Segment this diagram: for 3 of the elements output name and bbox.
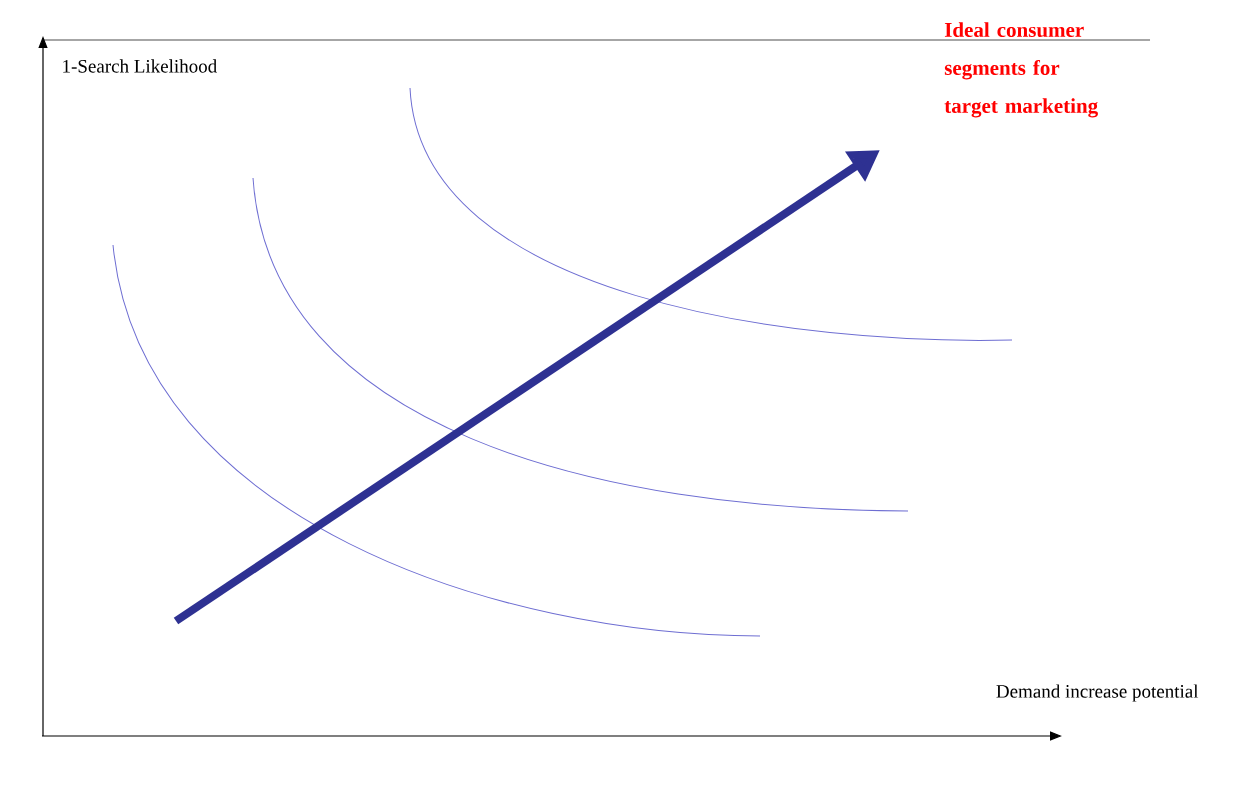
callout-text: Ideal consumer segments for target marketing: [944, 22, 1098, 118]
axis-label: 1-Search Likelihood: [63, 59, 217, 73]
axis-label: Demand increase potential: [996, 684, 1199, 702]
